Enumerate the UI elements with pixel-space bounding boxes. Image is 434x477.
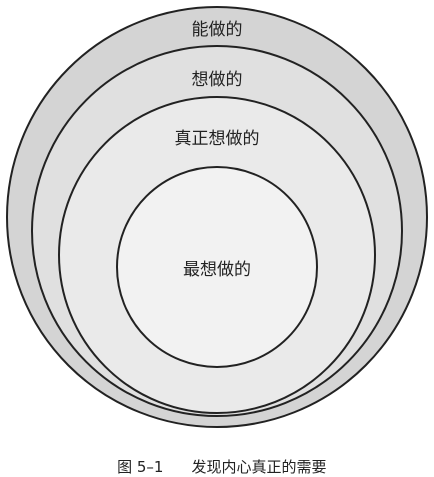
ring-label-want-to-do: 想做的 <box>192 70 243 90</box>
figure-title: 发现内心真正的需要 <box>191 458 327 476</box>
ring-label-most-want-to-do: 最想做的 <box>183 260 251 280</box>
ring-label-really-want-to-do: 真正想做的 <box>175 129 260 149</box>
figure-number: 图 5–1 <box>117 458 164 476</box>
ring-label-can-do: 能做的 <box>192 20 243 40</box>
ring-most-want-to-do <box>116 166 318 368</box>
figure-caption: 图 5–1 发现内心真正的需要 <box>0 438 434 477</box>
